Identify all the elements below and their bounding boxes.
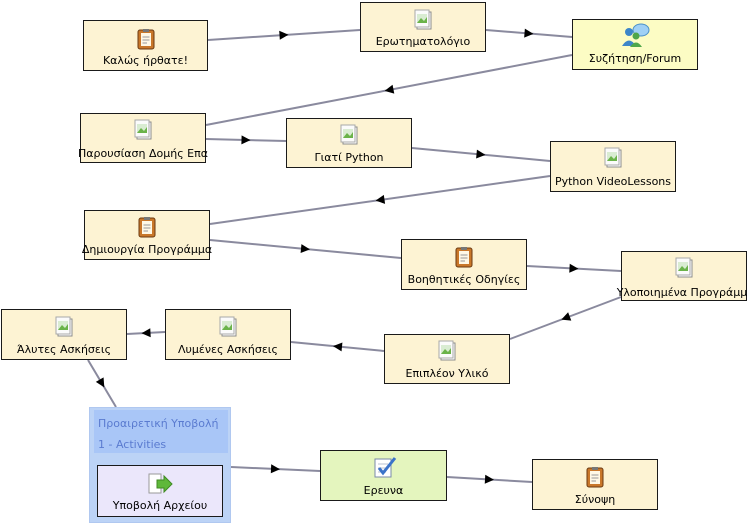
activity-summary[interactable]: Σύνοψη xyxy=(532,459,658,510)
activity-help-instructions[interactable]: Βοηθητικές Οδηγίες xyxy=(401,239,527,290)
activity-file-submission[interactable]: Υποβολή Αρχείου xyxy=(97,465,223,517)
activity-welcome[interactable]: Καλώς ήρθατε! xyxy=(83,20,208,71)
activity-label: Δημιουργία Προγράμμα xyxy=(81,243,213,256)
transition-arrowhead xyxy=(270,464,280,474)
transition-arrowhead xyxy=(484,474,494,484)
activity-label: Υλοποιημένα Προγράμμ xyxy=(616,286,748,299)
activity-label: Python VideoLessons xyxy=(554,175,672,188)
transition-arrowhead xyxy=(384,84,395,94)
transition-arrowhead xyxy=(279,30,289,40)
activity-label: Βοηθητικές Οδηγίες xyxy=(407,273,521,286)
image-page-icon xyxy=(602,147,624,169)
activity-extra-material[interactable]: Επιπλέον Υλικό xyxy=(384,334,510,384)
activity-unsolved-exercises[interactable]: Άλυτες Ασκήσεις xyxy=(1,309,127,360)
activity-why-python[interactable]: Γιατί Python xyxy=(286,118,412,168)
activity-label: Καλώς ήρθατε! xyxy=(102,54,189,67)
forum-chat-icon xyxy=(620,23,650,47)
image-page-icon xyxy=(53,316,75,338)
image-page-icon xyxy=(132,119,154,141)
transition-arrowhead xyxy=(95,377,105,388)
image-page-icon xyxy=(436,340,458,362)
transition-arrowhead xyxy=(333,342,343,352)
transition-arrowhead xyxy=(524,28,534,38)
activity-create-program[interactable]: Δημιουργία Προγράμμα xyxy=(82,210,212,260)
notebook-icon xyxy=(453,246,475,268)
transition-arrowhead xyxy=(300,244,310,254)
transition-arrowhead xyxy=(569,263,579,273)
activity-video-lessons[interactable]: Python VideoLessons xyxy=(550,141,676,192)
transition-arrowhead xyxy=(561,312,572,321)
activity-label: Ερευνα xyxy=(363,484,404,497)
image-page-icon xyxy=(673,257,695,279)
activity-label: Λυμένες Ασκήσεις xyxy=(178,343,278,356)
group-header: Προαιρετική Υποβολή 1 - Activities xyxy=(94,410,228,453)
activity-label: Ερωτηματολόγιο xyxy=(375,35,471,48)
activity-structure-presentation[interactable]: Παρουσίαση Δομής Επα xyxy=(78,113,208,163)
transition-arrowhead xyxy=(375,194,386,204)
transition-arrowhead xyxy=(476,149,486,159)
optional-submission-group[interactable]: Προαιρετική Υποβολή 1 - Activities Υποβο… xyxy=(89,407,231,523)
activity-label: Συζήτηση/Forum xyxy=(588,52,682,65)
activity-label: Παρουσίαση Δομής Επα xyxy=(78,147,208,160)
activity-questionnaire[interactable]: Ερωτηματολόγιο xyxy=(360,2,486,52)
notebook-icon xyxy=(584,466,606,488)
activity-label: Σύνοψη xyxy=(574,493,616,506)
file-submit-arrow-icon xyxy=(147,473,173,495)
image-page-icon xyxy=(338,124,360,146)
activity-forum[interactable]: Συζήτηση/Forum xyxy=(572,19,698,70)
transition-arrowhead xyxy=(141,328,151,338)
activity-research-survey[interactable]: Ερευνα xyxy=(320,450,447,501)
activity-solved-exercises[interactable]: Λυμένες Ασκήσεις xyxy=(165,309,291,360)
image-page-icon xyxy=(412,9,434,31)
activity-label: Επιπλέον Υλικό xyxy=(405,367,489,380)
survey-check-icon xyxy=(369,456,399,478)
notebook-icon xyxy=(135,28,157,50)
activity-label: Υποβολή Αρχείου xyxy=(112,499,208,512)
group-subtitle: 1 - Activities xyxy=(98,438,167,451)
group-title: Προαιρετική Υποβολή xyxy=(98,417,219,430)
activity-label: Γιατί Python xyxy=(314,151,384,164)
transition-arrowhead xyxy=(241,135,251,145)
image-page-icon xyxy=(217,316,239,338)
activity-implemented-programs[interactable]: Υλοποιημένα Προγράμμ xyxy=(617,251,747,301)
activity-label: Άλυτες Ασκήσεις xyxy=(16,343,112,356)
notebook-icon xyxy=(136,216,158,238)
